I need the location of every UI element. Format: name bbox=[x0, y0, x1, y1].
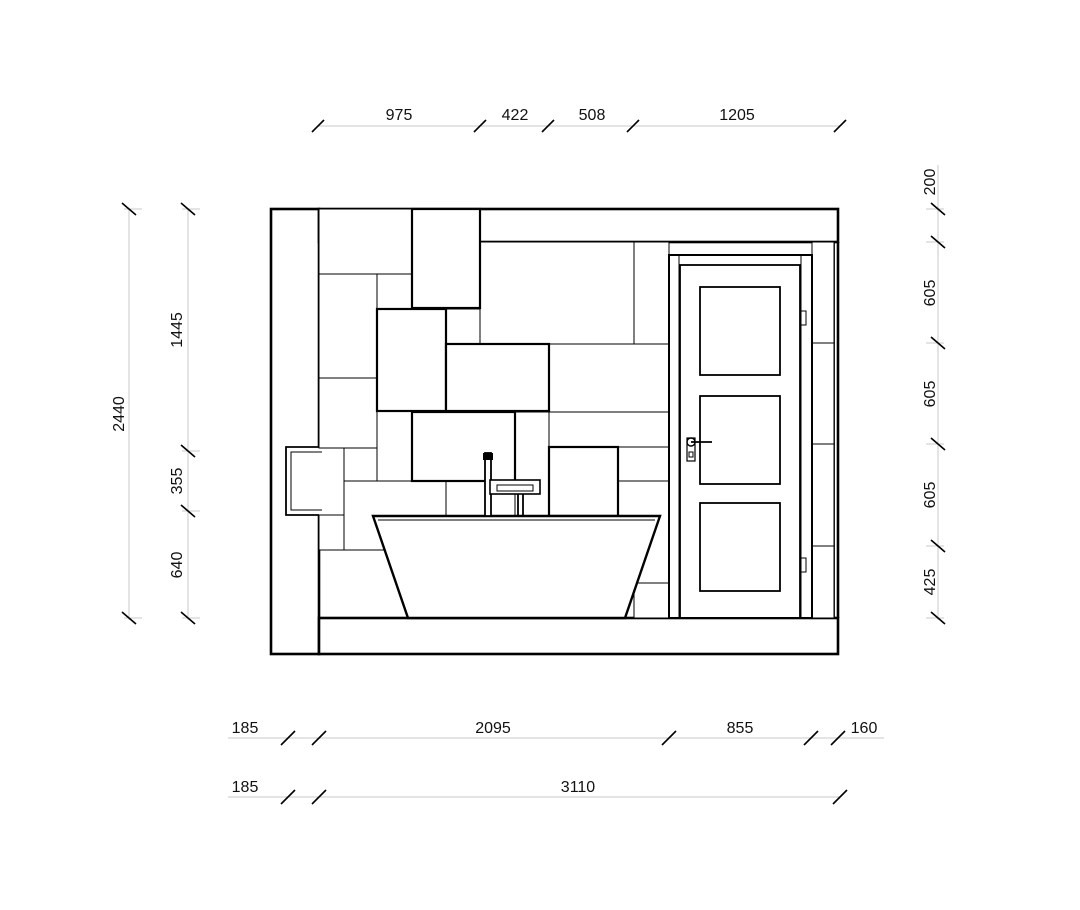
wall-niche bbox=[285, 446, 322, 516]
door-panel-top bbox=[699, 286, 781, 376]
door-panel-middle bbox=[699, 395, 781, 485]
left-dim-1445: 1445 bbox=[169, 312, 186, 348]
door-panel-bottom bbox=[699, 502, 781, 592]
door-handle bbox=[686, 437, 712, 462]
bottom-dim-185-a: 185 bbox=[232, 720, 259, 737]
door-hinge-top bbox=[800, 310, 807, 326]
right-dim-605-b: 605 bbox=[922, 381, 939, 408]
left-dim-2440: 2440 bbox=[111, 396, 128, 432]
top-dim-508: 508 bbox=[579, 107, 606, 124]
floor-slab bbox=[317, 616, 840, 656]
door bbox=[668, 254, 813, 619]
right-dim-425: 425 bbox=[922, 569, 939, 596]
bottom-dim-2095: 2095 bbox=[475, 720, 511, 737]
bottom-dim-855: 855 bbox=[727, 720, 754, 737]
door-hinge-bottom bbox=[800, 557, 807, 573]
left-inner-dimension-chain: 1445 355 640 bbox=[169, 202, 200, 625]
right-dim-200: 200 bbox=[922, 169, 939, 196]
faucet bbox=[483, 452, 541, 517]
left-dim-355: 355 bbox=[169, 468, 186, 495]
right-dimension-chain: 200 605 605 605 425 bbox=[922, 165, 946, 625]
bottom-dim-3110: 3110 bbox=[561, 779, 596, 796]
top-dimension-chain: 975 422 508 1205 bbox=[311, 107, 847, 133]
top-dim-1205: 1205 bbox=[719, 107, 755, 124]
left-wall bbox=[269, 207, 321, 656]
bottom-dimension-chain-2: 185 3110 bbox=[228, 779, 848, 805]
bottom-dim-185-b: 185 bbox=[232, 779, 259, 796]
right-dim-605-a: 605 bbox=[922, 280, 939, 307]
bathtub bbox=[371, 514, 662, 620]
bottom-dimension-chain-1: 185 2095 855 160 bbox=[228, 720, 884, 746]
top-dim-975: 975 bbox=[386, 107, 413, 124]
wall-tiles bbox=[318, 207, 835, 619]
left-outer-dimension: 2440 bbox=[111, 202, 142, 625]
bottom-dim-160: 160 bbox=[851, 720, 878, 737]
left-dim-640: 640 bbox=[169, 552, 186, 579]
top-dim-422: 422 bbox=[502, 107, 529, 124]
right-dim-605-c: 605 bbox=[922, 482, 939, 509]
